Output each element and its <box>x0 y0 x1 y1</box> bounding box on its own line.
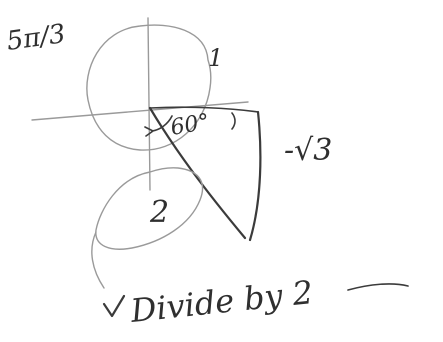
angle-arc <box>151 115 173 132</box>
check-icon <box>102 294 126 318</box>
connector-line <box>91 231 105 289</box>
unit-circle <box>86 24 212 151</box>
angle-fraction: 5π/3 <box>5 19 68 57</box>
x-axis <box>31 101 249 121</box>
angle-label: 60° <box>169 110 212 141</box>
triangle-base <box>149 106 259 113</box>
y-axis <box>147 17 151 191</box>
side-label: -√3 <box>284 133 332 168</box>
triangle-vertical-side <box>248 110 262 242</box>
unit-circle-label: 1 <box>208 44 223 72</box>
angle-label-bracket <box>231 112 236 130</box>
angle-arrow-icon <box>144 126 154 137</box>
angle-fraction-text: 5π/3 <box>5 19 68 57</box>
triangle-hypotenuse <box>148 106 247 240</box>
instruction-text: Divide by 2 <box>128 273 315 330</box>
instruction-underline-stroke <box>347 283 409 291</box>
hypotenuse-label: 2 <box>149 195 169 230</box>
hypotenuse-loop <box>95 167 204 250</box>
